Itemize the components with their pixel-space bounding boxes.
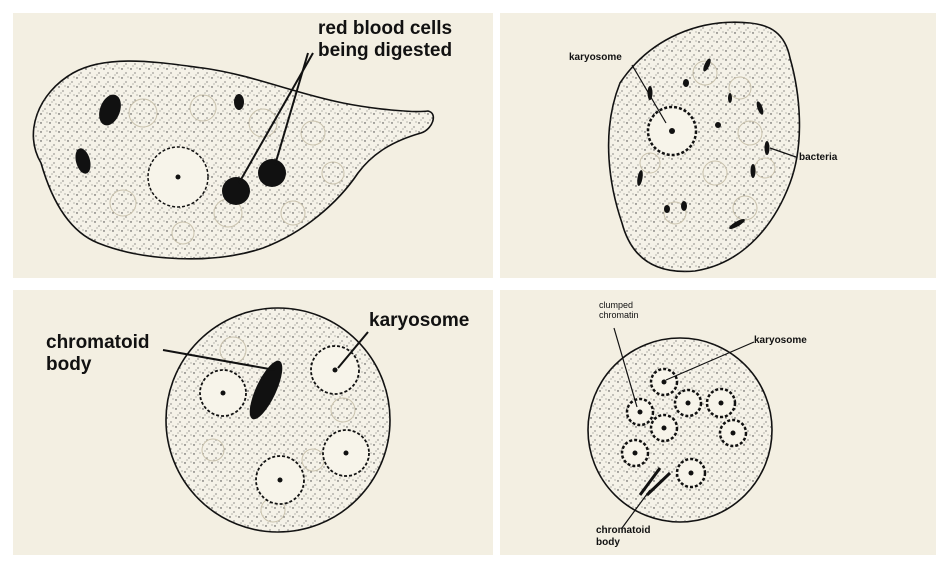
red-blood-cell bbox=[258, 159, 286, 187]
cyst-chromatoid-diagram bbox=[162, 307, 391, 533]
nucleus-with-karyosome bbox=[646, 105, 698, 157]
leader-lines bbox=[238, 52, 314, 184]
panel-trophozoite-rbc: red blood cells being digested bbox=[13, 13, 493, 278]
leader-lines bbox=[613, 327, 755, 529]
panel-trophozoite-bacteria: karyosome bacteria bbox=[500, 13, 936, 278]
label-karyosome: karyosome bbox=[754, 335, 807, 346]
vacuole bbox=[75, 148, 91, 174]
nucleus bbox=[310, 345, 360, 395]
label-red-blood-cells: red blood cells being digested bbox=[318, 18, 453, 61]
panel-cyst-chromatoid: chromatoid body karyosome bbox=[13, 290, 493, 555]
red-blood-cell bbox=[222, 177, 250, 205]
bacteria-group bbox=[637, 58, 770, 229]
nucleus bbox=[675, 457, 707, 489]
nucleus bbox=[255, 455, 305, 505]
nucleus bbox=[199, 369, 247, 417]
chromatoid-body bbox=[638, 467, 672, 497]
nucleus bbox=[673, 388, 703, 418]
chromatoid-body bbox=[249, 360, 283, 420]
label-karyosome: karyosome bbox=[569, 52, 622, 63]
panel-cyst-mature: clumped chromatin karyosome chromatoid b… bbox=[500, 290, 936, 555]
label-bacteria: bacteria bbox=[799, 152, 838, 163]
label-karyosome: karyosome bbox=[369, 310, 470, 331]
nucleus bbox=[649, 367, 679, 397]
leader-lines bbox=[162, 331, 369, 371]
vacuole bbox=[234, 94, 244, 110]
trophozoite-bacteria-diagram bbox=[607, 21, 801, 273]
label-chromatoid-body: chromatoid body bbox=[596, 525, 651, 548]
nucleus bbox=[625, 397, 655, 427]
cyst-mature-diagram bbox=[587, 327, 773, 529]
vacuole bbox=[99, 94, 121, 126]
leader-lines bbox=[631, 64, 797, 158]
trophozoite-rbc-diagram bbox=[32, 52, 435, 260]
nucleus bbox=[620, 438, 650, 468]
label-chromatoid-body: chromatoid body bbox=[46, 332, 150, 375]
nucleus bbox=[147, 146, 209, 208]
nucleus bbox=[718, 418, 748, 448]
label-clumped-chromatin: clumped chromatin bbox=[599, 300, 639, 321]
nucleus bbox=[649, 413, 679, 443]
nucleus bbox=[322, 429, 370, 477]
nucleus bbox=[705, 387, 737, 419]
